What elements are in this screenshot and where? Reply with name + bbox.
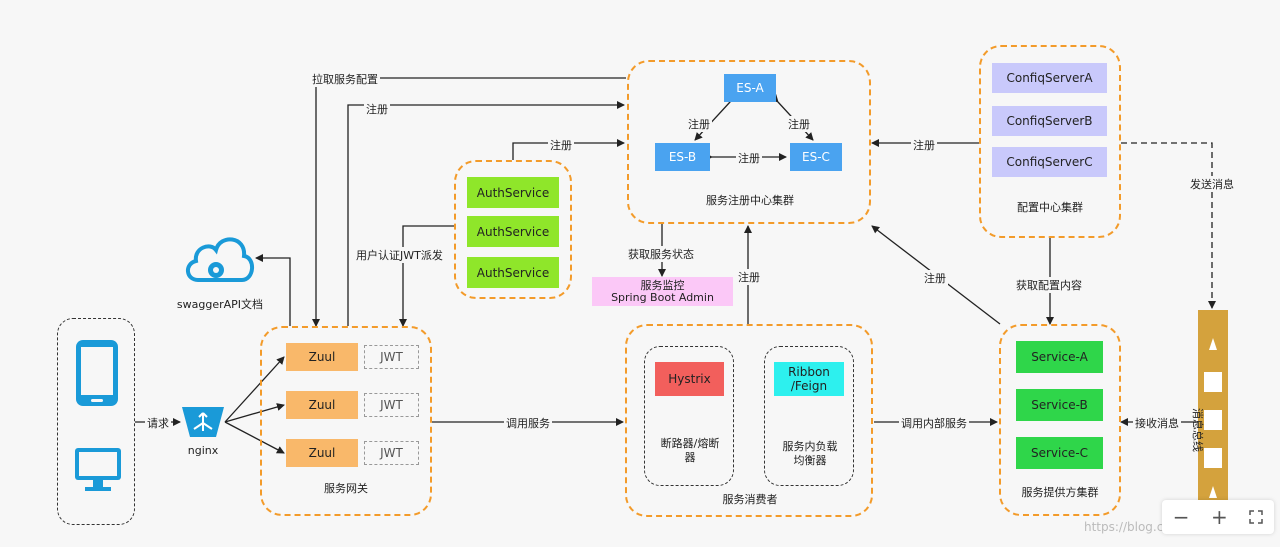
nginx-label: nginx xyxy=(187,444,219,457)
es-b-node[interactable]: ES-B xyxy=(655,143,710,171)
edge-register-consumer: 注册 xyxy=(736,269,762,285)
zoom-controls: − + xyxy=(1162,500,1274,534)
service-a-node[interactable]: Service-A xyxy=(1016,341,1103,373)
edge-pull-config: 拉取服务配置 xyxy=(310,71,380,87)
hystrix-caption: 断路器/熔断器 xyxy=(660,437,720,464)
es-ab-edge-label: 注册 xyxy=(686,116,712,132)
fullscreen-icon[interactable] xyxy=(1249,510,1263,524)
auth-service-2[interactable]: AuthService xyxy=(467,216,559,247)
zoom-in-button[interactable]: + xyxy=(1210,505,1228,529)
auth-service-1[interactable]: AuthService xyxy=(467,177,559,208)
nginx-icon[interactable] xyxy=(180,405,226,439)
ribbon-line1: Ribbon xyxy=(788,365,830,379)
auth-service-3[interactable]: AuthService xyxy=(467,257,559,288)
monitor-line2: Spring Boot Admin xyxy=(611,290,714,304)
ribbon-node[interactable]: Ribbon /Feign xyxy=(774,362,844,396)
es-bc-edge-label: 注册 xyxy=(736,150,762,166)
config-title: 配置中心集群 xyxy=(1017,201,1083,214)
ribbon-caption: 服务内负载均衡器 xyxy=(782,440,838,467)
registry-title: 服务注册中心集群 xyxy=(706,194,794,207)
swagger-label: swaggerAPI文档 xyxy=(176,298,264,311)
jwt-2[interactable]: JWT xyxy=(364,393,419,417)
zuul-2[interactable]: Zuul xyxy=(286,391,358,419)
config-server-c[interactable]: ConfiqServerC xyxy=(992,147,1107,177)
gateway-title: 服务网关 xyxy=(324,482,368,495)
phone-icon[interactable] xyxy=(74,338,120,408)
edge-get-status: 获取服务状态 xyxy=(626,246,696,262)
edge-register-auth: 注册 xyxy=(548,137,574,153)
edge-send-msg: 发送消息 xyxy=(1188,176,1236,192)
zuul-1[interactable]: Zuul xyxy=(286,343,358,371)
config-cluster xyxy=(979,45,1121,238)
service-c-node[interactable]: Service-C xyxy=(1016,437,1103,469)
edge-register-config: 注册 xyxy=(911,137,937,153)
edge-request: 请求 xyxy=(145,415,171,431)
edge-register-gateway: 注册 xyxy=(364,101,390,117)
provider-cluster xyxy=(999,324,1121,516)
es-c-node[interactable]: ES-C xyxy=(790,143,842,171)
config-server-a[interactable]: ConfiqServerA xyxy=(992,63,1107,93)
config-server-b[interactable]: ConfiqServerB xyxy=(992,106,1107,136)
zuul-3[interactable]: Zuul xyxy=(286,439,358,467)
consumer-cluster xyxy=(625,324,873,517)
service-b-node[interactable]: Service-B xyxy=(1016,389,1103,421)
swagger-icon[interactable] xyxy=(182,228,258,286)
edge-call-service: 调用服务 xyxy=(504,415,552,431)
edge-call-internal: 调用内部服务 xyxy=(899,415,969,431)
edge-jwt-issue: 用户认证JWT派发 xyxy=(354,247,445,263)
monitor-line1: 服务监控 xyxy=(640,278,685,292)
auth-cluster xyxy=(454,160,572,299)
consumer-title: 服务消费者 xyxy=(722,493,778,506)
edge-receive-msg: 接收消息 xyxy=(1133,415,1181,431)
client-group xyxy=(57,318,135,525)
gateway-cluster xyxy=(260,326,432,516)
hystrix-group xyxy=(644,346,734,486)
bus-label: 消息总线 xyxy=(1191,408,1204,452)
zoom-out-button[interactable]: − xyxy=(1172,505,1190,529)
monitor-node[interactable]: 服务监控 Spring Boot Admin xyxy=(592,277,733,306)
jwt-3[interactable]: JWT xyxy=(364,441,419,465)
message-bus[interactable] xyxy=(1198,310,1228,510)
edge-register-provider: 注册 xyxy=(922,270,948,286)
registry-cluster xyxy=(627,60,871,224)
monitor-icon[interactable] xyxy=(73,446,123,494)
edge-get-config: 获取配置内容 xyxy=(1014,277,1084,293)
provider-title: 服务提供方集群 xyxy=(1021,486,1099,499)
es-a-node[interactable]: ES-A xyxy=(724,74,776,102)
hystrix-node[interactable]: Hystrix xyxy=(655,362,724,396)
jwt-1[interactable]: JWT xyxy=(364,345,419,369)
ribbon-group xyxy=(764,346,854,486)
es-ac-edge-label: 注册 xyxy=(786,116,812,132)
ribbon-line2: /Feign xyxy=(790,379,828,393)
